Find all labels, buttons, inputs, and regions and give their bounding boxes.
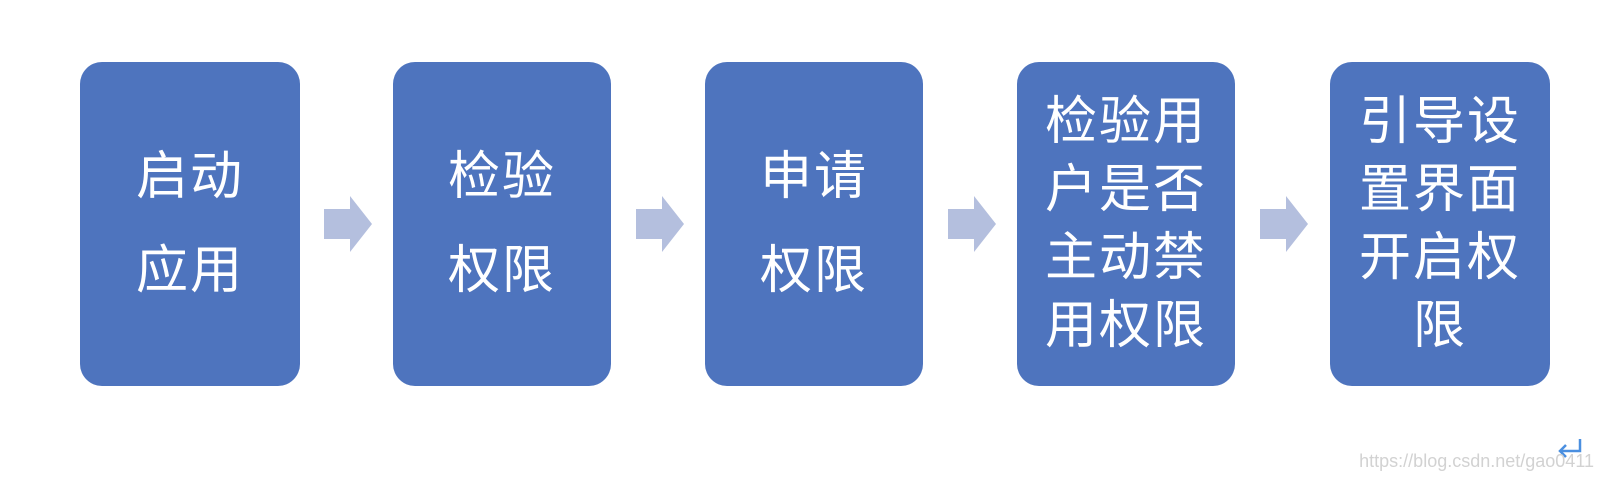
- return-arrow-icon: [1556, 436, 1584, 460]
- step-4-line-3: 主动禁: [1044, 228, 1207, 288]
- right-arrow-icon: [324, 196, 372, 252]
- step-5-line-2: 置界面: [1358, 160, 1521, 220]
- watermark-url: https://blog.csdn.net/gao0411: [1359, 451, 1594, 471]
- step-4-line-1: 检验用: [1044, 92, 1207, 152]
- step-5-line-1: 引导设: [1358, 92, 1521, 152]
- step-1-line-2: 应用: [135, 241, 244, 301]
- step-check-user-denied: 检验用 户是否 主动禁 用权限: [1017, 62, 1235, 386]
- right-arrow-icon: [948, 196, 996, 252]
- step-4-line-4: 用权限: [1044, 296, 1207, 356]
- step-2-line-1: 检验: [447, 147, 556, 207]
- step-5-line-4: 限: [1412, 296, 1467, 356]
- right-arrow-icon: [636, 196, 684, 252]
- right-arrow-icon: [1260, 196, 1308, 252]
- step-check-permission: 检验 权限: [393, 62, 611, 386]
- step-request-permission: 申请 权限: [705, 62, 923, 386]
- step-2-line-2: 权限: [447, 241, 556, 301]
- step-launch-app: 启动 应用: [80, 62, 300, 386]
- step-1-line-1: 启动: [135, 147, 244, 207]
- step-3-line-1: 申请: [759, 147, 868, 207]
- step-5-line-3: 开启权: [1358, 228, 1521, 288]
- step-3-line-2: 权限: [759, 241, 868, 301]
- step-guide-settings: 引导设 置界面 开启权 限: [1330, 62, 1550, 386]
- step-4-line-2: 户是否: [1044, 160, 1207, 220]
